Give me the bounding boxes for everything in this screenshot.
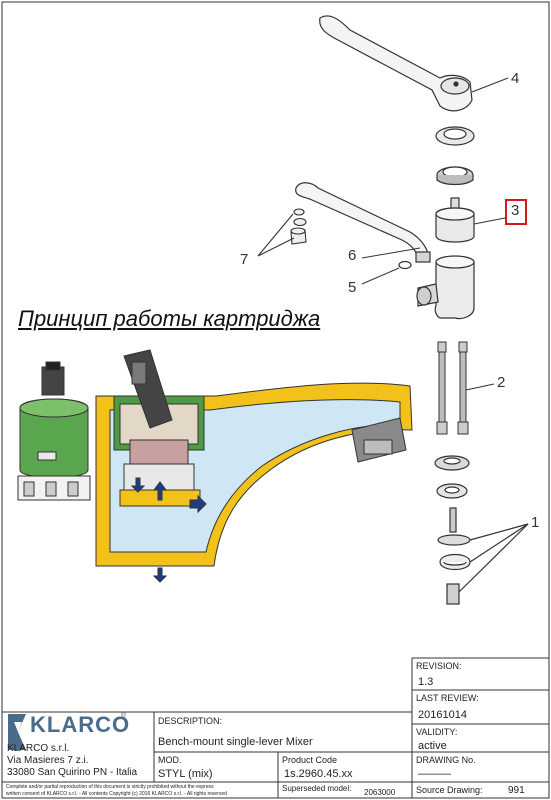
callout-7: 7 [240, 251, 249, 268]
callout-5: 5 [348, 279, 357, 296]
revision-label: REVISION: [416, 661, 462, 671]
callout-1: 1 [531, 514, 540, 531]
source-drawing-label: Source Drawing: [416, 785, 483, 795]
logo-registered-mark: ® [121, 712, 127, 719]
superseded-label: Superseded model: [282, 784, 352, 793]
company-city: 33080 San Quirino PN - Italia [7, 767, 138, 778]
part-1-fixing-kit [434, 455, 529, 605]
klarco-logo: KLARCO [30, 712, 131, 737]
part-threaded-ring [436, 166, 474, 186]
superseded-value: 2063000 [364, 788, 396, 797]
description-value: Bench-mount single-lever Mixer [158, 736, 313, 748]
drawing-no-value: ——— [418, 768, 451, 780]
revision-value: 1.3 [418, 676, 434, 688]
drawing-no-label: DRAWING No. [416, 755, 476, 765]
klarco-logo-emblem [8, 714, 26, 750]
part-7-aerator-set [257, 208, 307, 257]
callout-3: 3 [511, 202, 520, 219]
part-mixer-body [416, 255, 475, 320]
mod-label: MOD. [158, 755, 182, 765]
cartridge-illustration [17, 349, 413, 583]
source-drawing-value: 991 [508, 785, 525, 796]
last-review-label: LAST REVIEW: [416, 693, 479, 703]
part-5-o-ring [361, 260, 412, 285]
copyright-line-2: written consent of KLARCO s.r.l. - All c… [6, 791, 227, 797]
title-block-lines [2, 657, 549, 798]
copyright-line-1: Complete and/or partial reproduction of … [6, 784, 214, 790]
part-ring-cover [435, 126, 475, 146]
mod-value: STYL (mix) [158, 768, 213, 780]
part-4-lever-handle [319, 15, 509, 112]
callout-3-highlight [505, 199, 527, 225]
callout-2: 2 [497, 374, 506, 391]
part-6-spout [295, 182, 431, 263]
company-street: Via Masieres 7 z.i. [7, 755, 89, 766]
part-3-cartridge [435, 197, 506, 243]
product-code-value: 1s.2960.45.xx [284, 768, 353, 780]
company-name: KLARCO s.r.l. [7, 743, 70, 754]
callout-4: 4 [511, 70, 520, 87]
part-2-flexible-hoses [436, 341, 495, 435]
callout-6: 6 [348, 247, 357, 264]
product-code-label: Product Code [282, 755, 338, 765]
last-review-value: 20161014 [418, 709, 467, 721]
validity-label: VALIDITY: [416, 727, 458, 737]
validity-value: active [418, 740, 447, 752]
description-label: DESCRIPTION: [158, 716, 223, 726]
cartridge-principle-title: Принцип работы картриджа [18, 306, 321, 331]
